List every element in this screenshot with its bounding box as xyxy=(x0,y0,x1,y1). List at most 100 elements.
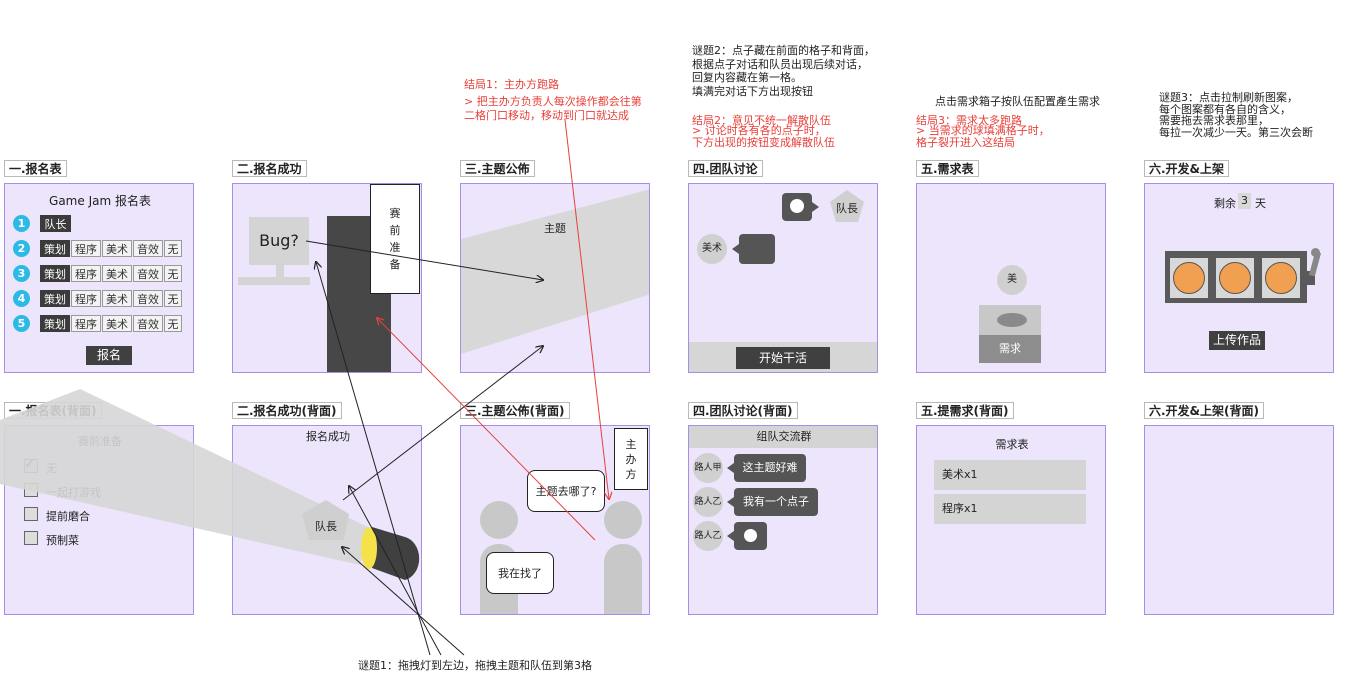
upload-work-button[interactable]: 上传作品 xyxy=(1209,331,1265,350)
desk xyxy=(238,277,310,285)
row-number-1: 1 xyxy=(13,215,30,232)
ending2-body: > 讨论时各有各的点子时， 下方出现的按钮变成解散队伍 xyxy=(692,124,835,149)
title-p6: 六.开发&上架 xyxy=(1144,160,1230,177)
group-chat-header: 组队交流群 xyxy=(689,426,877,448)
ending2-title: 结局2：意见不统一解散队伍 xyxy=(692,114,831,127)
cell-programmer[interactable]: 程序 xyxy=(71,315,101,332)
panel-success-back: 报名成功 xyxy=(232,425,422,615)
cell-none[interactable]: 无 xyxy=(164,315,182,332)
chat-bubble[interactable]: 我有一个点子 xyxy=(734,488,818,516)
title-p3: 三.主题公佈 xyxy=(460,160,535,177)
option-label: 预制菜 xyxy=(46,534,79,547)
panel-signup-success: Bug? 赛 前 准 备 xyxy=(232,183,422,373)
title-b3: 三.主题公佈(背面) xyxy=(460,402,570,419)
option-label: 一起打游戏 xyxy=(46,486,101,499)
form-heading: Game Jam 报名表 xyxy=(49,194,151,208)
lever-knob[interactable] xyxy=(1311,248,1320,257)
artist-bubble[interactable] xyxy=(739,234,775,264)
cell-planner[interactable]: 策划 xyxy=(40,265,70,282)
check-mark-icon: ✓ xyxy=(24,456,36,472)
cell-artist[interactable]: 美术 xyxy=(102,240,132,257)
cell-planner[interactable]: 策划 xyxy=(40,315,70,332)
lever-base xyxy=(1307,271,1315,285)
artist-avatar: 美 xyxy=(997,265,1027,295)
title-b5: 五.提需求(背面) xyxy=(916,402,1014,419)
demand-item: 美术x1 xyxy=(934,460,1086,490)
cell-programmer[interactable]: 程序 xyxy=(71,290,101,307)
captain-label: 队長 xyxy=(836,202,858,215)
ending3-title: 结局3：需求太多跑路 xyxy=(916,114,1022,127)
clownfish-icon xyxy=(1265,262,1297,294)
theme-label[interactable]: 主题 xyxy=(544,222,566,235)
remaining-prefix: 剩余 xyxy=(1214,197,1236,210)
row-number-4: 4 xyxy=(13,290,30,307)
spotlight-beam xyxy=(461,189,649,354)
person-head xyxy=(480,501,518,539)
cell-sound[interactable]: 音效 xyxy=(133,240,163,257)
title-b2: 二.报名成功(背面) xyxy=(232,402,342,419)
checkbox-premade[interactable] xyxy=(24,531,38,545)
checkbox-practice[interactable] xyxy=(24,507,38,521)
cell-captain[interactable]: 队长 xyxy=(40,215,71,232)
cell-sound[interactable]: 音效 xyxy=(133,315,163,332)
remaining-suffix: 天 xyxy=(1255,197,1266,210)
start-work-button[interactable]: 开始干活 xyxy=(736,347,830,369)
chat-avatar: 路人乙 xyxy=(693,521,723,551)
signup-button[interactable]: 报名 xyxy=(86,346,132,365)
cell-none[interactable]: 无 xyxy=(164,290,182,307)
chat-bubble[interactable]: 这主题好难 xyxy=(734,454,806,482)
checkbox-play-games[interactable] xyxy=(24,483,38,497)
option-label: 无 xyxy=(46,462,57,475)
panel-team-discussion: 队長 美术 开始干活 xyxy=(688,183,878,373)
chat-avatar: 路人甲 xyxy=(693,453,723,483)
cell-none[interactable]: 无 xyxy=(164,240,182,257)
cell-artist[interactable]: 美术 xyxy=(102,315,132,332)
monitor-stand xyxy=(276,265,284,277)
success-heading: 报名成功 xyxy=(306,430,350,443)
ending3-body: > 当需求的球填满格子时， 格子裂开进入这结局 xyxy=(916,124,1050,149)
clownfish-icon xyxy=(1219,262,1251,294)
cell-sound[interactable]: 音效 xyxy=(133,265,163,282)
panel-signup-back: 赛前准备 ✓ 无 一起打游戏 提前磨合 预制菜 xyxy=(4,425,194,615)
cell-programmer[interactable]: 程序 xyxy=(71,240,101,257)
demand-item: 程序x1 xyxy=(934,494,1086,524)
slot-reel xyxy=(1170,258,1208,298)
question-bubble: 主题去哪了? xyxy=(527,470,605,512)
prep-heading: 赛前准备 xyxy=(78,435,122,448)
demand-box[interactable]: 需求 xyxy=(979,335,1041,363)
panel-demand: 美 需求 xyxy=(916,183,1106,373)
idea-bubble[interactable] xyxy=(782,193,812,221)
captain-pentagon xyxy=(830,190,864,222)
organizer-body xyxy=(604,544,642,614)
organizer-sign[interactable]: 主 办 方 xyxy=(614,428,648,490)
puzzle1-note: 谜题1：拖拽灯到左边，拖拽主题和队伍到第3格 xyxy=(358,659,592,672)
computer-monitor: Bug? xyxy=(249,217,309,265)
days-count: 3 xyxy=(1238,193,1251,209)
cell-sound[interactable]: 音效 xyxy=(133,290,163,307)
bubble-tail xyxy=(732,244,739,254)
cell-planner[interactable]: 策划 xyxy=(40,290,70,307)
ending1-title: 结局1：主办方跑路 xyxy=(464,78,559,91)
title-p2: 二.报名成功 xyxy=(232,160,307,177)
title-b6: 六.开发&上架(背面) xyxy=(1144,402,1264,419)
ending1-body: > 把主办方负责人每次操作都会往第 二格门口移动，移动到门口就达成 xyxy=(464,95,642,122)
cell-programmer[interactable]: 程序 xyxy=(71,265,101,282)
pre-event-sign[interactable]: 赛 前 准 备 xyxy=(370,184,420,294)
chat-avatar: 路人乙 xyxy=(693,487,723,517)
panel-release-back xyxy=(1144,425,1334,615)
puzzle3-note: 谜题3：点击拉制刷新图案， 每个图案都有各自的含义， 需要拖去需求表那里， 每拉… xyxy=(1159,91,1313,139)
demand-ball xyxy=(997,313,1027,327)
bubble-tail xyxy=(727,497,734,507)
cell-none[interactable]: 无 xyxy=(164,265,182,282)
panel-theme-back: 主 办 方 主题去哪了? 我在找了 xyxy=(460,425,650,615)
row-number-2: 2 xyxy=(13,240,30,257)
title-p1: 一.报名表 xyxy=(4,160,67,177)
cell-planner[interactable]: 策划 xyxy=(40,240,70,257)
cell-artist[interactable]: 美术 xyxy=(102,265,132,282)
idea-bubble[interactable] xyxy=(734,522,767,550)
title-b4: 四.团队讨论(背面) xyxy=(688,402,798,419)
clownfish-icon xyxy=(1173,262,1205,294)
row-number-5: 5 xyxy=(13,315,30,332)
row-number-3: 3 xyxy=(13,265,30,282)
cell-artist[interactable]: 美术 xyxy=(102,290,132,307)
